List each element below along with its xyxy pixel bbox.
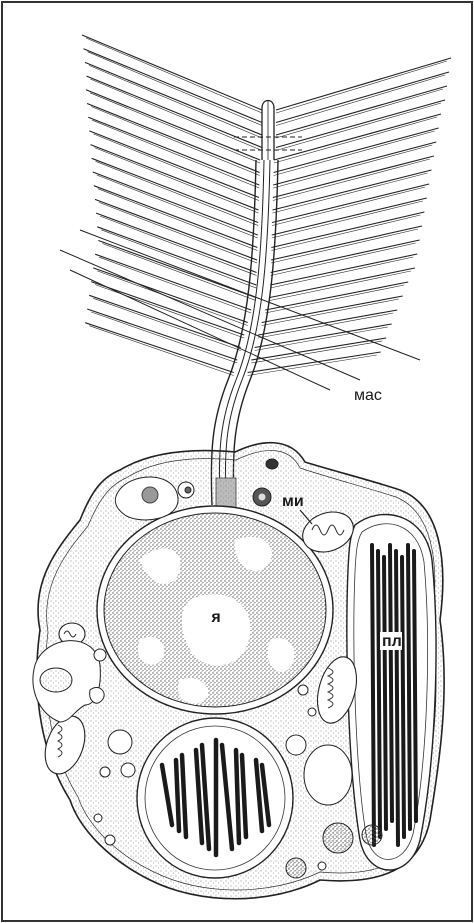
mastigoneme-right-edge <box>274 117 437 163</box>
plastid-lamella <box>372 545 374 845</box>
mastigoneme-right <box>248 352 381 373</box>
mastigoneme-left-edge <box>95 285 244 338</box>
plastid-lamella <box>396 551 398 845</box>
mastigoneme-left-edge <box>99 257 251 313</box>
mastigoneme-right <box>255 324 392 348</box>
mastigoneme-left-edge <box>96 161 259 225</box>
mastigoneme-left <box>91 282 244 335</box>
mastigoneme-right <box>276 72 449 123</box>
mastigoneme-right-edge <box>276 75 445 126</box>
mastigoneme-right-edge <box>255 327 388 351</box>
mastigoneme-left-edge <box>89 326 234 376</box>
plastid-lamella <box>378 551 380 837</box>
mastigoneme-right <box>271 226 422 260</box>
mastigoneme-right-edge <box>273 159 430 201</box>
mastigoneme-left <box>93 172 258 235</box>
lower-lamella <box>236 750 239 843</box>
mastigoneme-right <box>271 240 420 273</box>
plastid <box>347 515 436 870</box>
mastigoneme-right-edge <box>271 229 418 263</box>
mastigoneme-left <box>85 323 234 373</box>
mastigoneme-left-edge <box>100 216 257 275</box>
mastigoneme-right <box>258 310 397 335</box>
mastigoneme-left-edge <box>102 244 256 301</box>
lower-plastid <box>137 718 293 878</box>
label-mastigonemes: мас <box>354 387 382 404</box>
mastigoneme-right <box>276 100 445 148</box>
mastigoneme-left <box>89 295 241 347</box>
plastid-lamella <box>414 551 416 821</box>
mastigoneme-right-edge <box>276 89 443 138</box>
plastid-lamella <box>384 557 386 829</box>
plastid-lamella <box>402 557 404 837</box>
mastigoneme-left-edge <box>98 189 258 251</box>
mastigoneme-left <box>94 186 258 248</box>
mastigoneme-left-edge <box>97 175 258 238</box>
mastigoneme-right <box>273 170 432 210</box>
mastigoneme-right <box>270 254 417 285</box>
plastid-lamella <box>408 545 410 829</box>
mastigoneme-left <box>98 241 256 298</box>
mastigoneme-right-edge <box>248 355 377 376</box>
mastigoneme-left-edge <box>93 298 241 350</box>
mastigoneme-right <box>273 156 434 198</box>
mastigoneme-right-edge <box>276 61 447 113</box>
mastigonemes <box>60 35 451 390</box>
label-mitochondrion: ми <box>282 493 304 510</box>
plastid-lamella <box>390 545 392 821</box>
mastigoneme-left-edge <box>99 202 257 263</box>
mastigoneme-left <box>95 254 251 310</box>
label-nucleus: я <box>210 609 220 626</box>
mastigoneme-left-edge <box>95 148 259 213</box>
mastigoneme-crossing <box>70 270 330 390</box>
lower-lamella <box>176 760 179 831</box>
mastigoneme-right <box>276 58 451 110</box>
mastigoneme-right-edge <box>276 103 441 151</box>
mastigoneme-left <box>89 131 259 198</box>
mastigoneme-right-edge <box>258 313 393 338</box>
label-plastid: пл <box>382 633 402 650</box>
mastigoneme-right <box>276 86 447 135</box>
mastigoneme-left <box>95 199 257 260</box>
mastigoneme-right <box>265 282 408 310</box>
